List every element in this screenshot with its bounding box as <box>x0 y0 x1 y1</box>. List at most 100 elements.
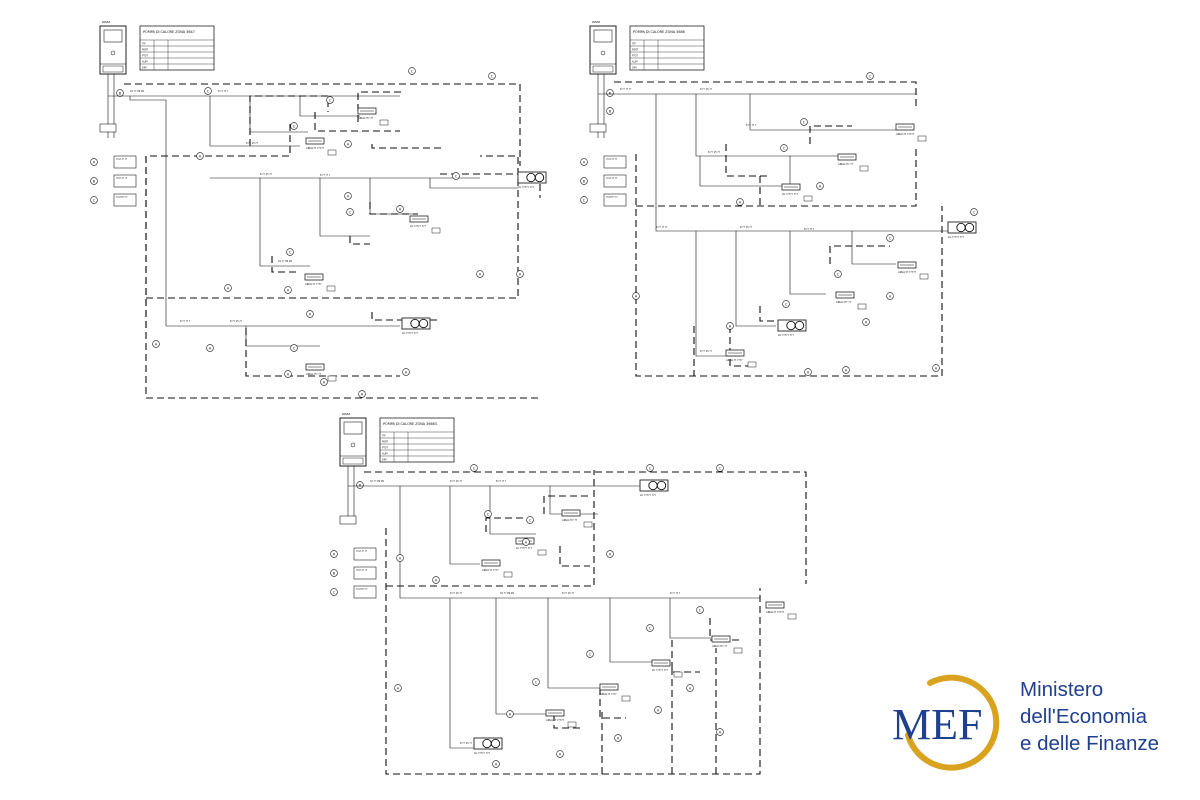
pipe-size-label: 10 ?? 99 99 <box>500 592 514 595</box>
fan-coil-unit: LU ????? ??? <box>409 215 441 234</box>
fan-coil-label: AIRAL?? ??7?? <box>896 132 915 136</box>
heat-pump-panel <box>593 29 613 43</box>
connector-tag <box>586 650 594 658</box>
condensate-box <box>583 521 593 528</box>
connector-tag <box>646 464 654 472</box>
condensate-drain <box>369 202 418 215</box>
legend-text: ??A???? ?? <box>356 588 368 591</box>
connector-tag-letter: B <box>119 91 122 95</box>
fan-circle <box>482 738 492 749</box>
fan-coil-label: AIRAL?? ???? <box>600 692 617 696</box>
legend-box <box>353 585 377 599</box>
heat-pump-panel <box>103 29 123 43</box>
supply-pipe <box>735 231 776 327</box>
connector-tag <box>804 368 812 376</box>
connector-tag <box>782 300 790 308</box>
fan-coil-unit: AIRAL?? ??7?? <box>765 601 797 620</box>
connector-tag-letter: A <box>479 272 482 276</box>
connector-tag-letter: A <box>559 752 562 756</box>
fan-circle <box>964 222 975 233</box>
datasheet-cell: PORT <box>382 441 389 444</box>
connector-tag-letter: A <box>397 686 400 690</box>
large-air-unit: LU ????? ??? <box>517 171 547 189</box>
connector-tag-letter: A <box>347 142 350 146</box>
condensate-drain <box>553 714 580 729</box>
fan-coil-label: LU ????? ??? <box>782 192 798 196</box>
condensate-box <box>917 135 927 142</box>
connector-tag <box>284 286 292 294</box>
connector-tag <box>696 606 704 614</box>
connector-tag-letter: C <box>583 198 586 202</box>
condensate-drain <box>371 312 440 321</box>
connector-tag-letter: A <box>509 712 512 716</box>
connector-tag <box>306 310 314 318</box>
supply-pipe <box>695 94 838 157</box>
supply-pipe <box>489 486 536 535</box>
connector-tag <box>532 678 540 686</box>
large-air-unit: LU ????? ??? <box>777 319 807 337</box>
supply-pipe <box>655 94 966 232</box>
datasheet-frame <box>629 25 705 71</box>
connector-tag <box>320 378 328 386</box>
connector-tag <box>516 270 524 278</box>
pipe-size-label: 10 ?? 99 99 <box>278 260 292 263</box>
connector-tag-letter: B <box>93 179 96 183</box>
connector-tag <box>452 172 460 180</box>
connector-tag <box>816 182 824 190</box>
supply-pipe <box>259 178 310 267</box>
connector-tag-letter: A <box>719 730 722 734</box>
connector-tag <box>286 248 294 256</box>
datasheet-title: POMPA DI CALORE ZONA 3686 <box>633 30 685 34</box>
connector-tag <box>606 107 614 115</box>
condensate-drain <box>357 91 404 122</box>
condensate-box <box>567 721 577 728</box>
datasheet-cell: PORT <box>142 49 149 52</box>
datasheet-cell: ALIM <box>382 453 388 456</box>
datasheet-title: POMPA DI CALORE ZONA 36663 <box>383 422 437 426</box>
fan-coil-unit: AIRAL??? ?? <box>357 107 389 126</box>
condensate-drain <box>635 154 943 377</box>
condensate-drain <box>485 517 524 532</box>
pipe-size-label: 8 ?? 15 ?? <box>700 88 713 91</box>
fan-coil-label: LU ????? ??? <box>652 668 668 672</box>
connector-tag-letter: B <box>609 91 612 95</box>
legend-text: ??A???? ?? <box>606 196 618 199</box>
pipe-size-label: 8 ?? 15 ?? <box>708 151 721 154</box>
connector-tag-letter: C <box>207 89 210 93</box>
large-air-unit: LU ????? ??? <box>401 317 431 335</box>
legend-text: ??A?-?? ?? <box>356 569 368 572</box>
connector-tag <box>556 750 564 758</box>
connector-tag <box>932 364 940 372</box>
fan-circle <box>534 172 545 183</box>
connector-tag-letter: A <box>361 392 364 396</box>
heat-pump-base <box>342 457 364 465</box>
fan-coil-label: AIRAL?? ???? <box>305 282 322 286</box>
legend-text: ??A?-?? ?? <box>116 158 128 161</box>
heat-pump-tag: ZZZZ <box>102 20 110 24</box>
condensate-box <box>503 571 513 578</box>
connector-tag <box>290 122 298 130</box>
pipe-size-label: 8 ?? ?? ?? <box>620 88 632 91</box>
condensate-drain <box>124 83 521 166</box>
pipe-size-label: 8 ?? ?? ? <box>496 480 507 483</box>
legend-text: ??A?-?? ?? <box>116 177 128 180</box>
connector-tag <box>344 140 352 148</box>
pipe-size-label: 8 ?? 15 ?? <box>450 592 463 595</box>
connector-tag-letter: A <box>209 346 212 350</box>
connector-tag-letter: A <box>935 366 938 370</box>
connector-tag <box>196 152 204 160</box>
pipe-size-label: 8 ?? 15 ?? <box>700 350 713 353</box>
heat-pump-base <box>102 65 124 73</box>
supply-pipe <box>851 231 896 265</box>
condensate-box <box>857 303 867 310</box>
condensate-drain <box>145 156 540 399</box>
connector-tag-letter: A <box>93 160 96 164</box>
condensate-box <box>747 361 757 368</box>
fan-coil-unit: AIRAL?? ??7?? <box>895 123 927 142</box>
connector-tag-letter: C <box>473 466 476 470</box>
connector-tag-letter: C <box>349 210 352 214</box>
fan-coil-label: AIRAL??? ?? <box>358 116 374 120</box>
connector-tag-letter: C <box>411 69 414 73</box>
